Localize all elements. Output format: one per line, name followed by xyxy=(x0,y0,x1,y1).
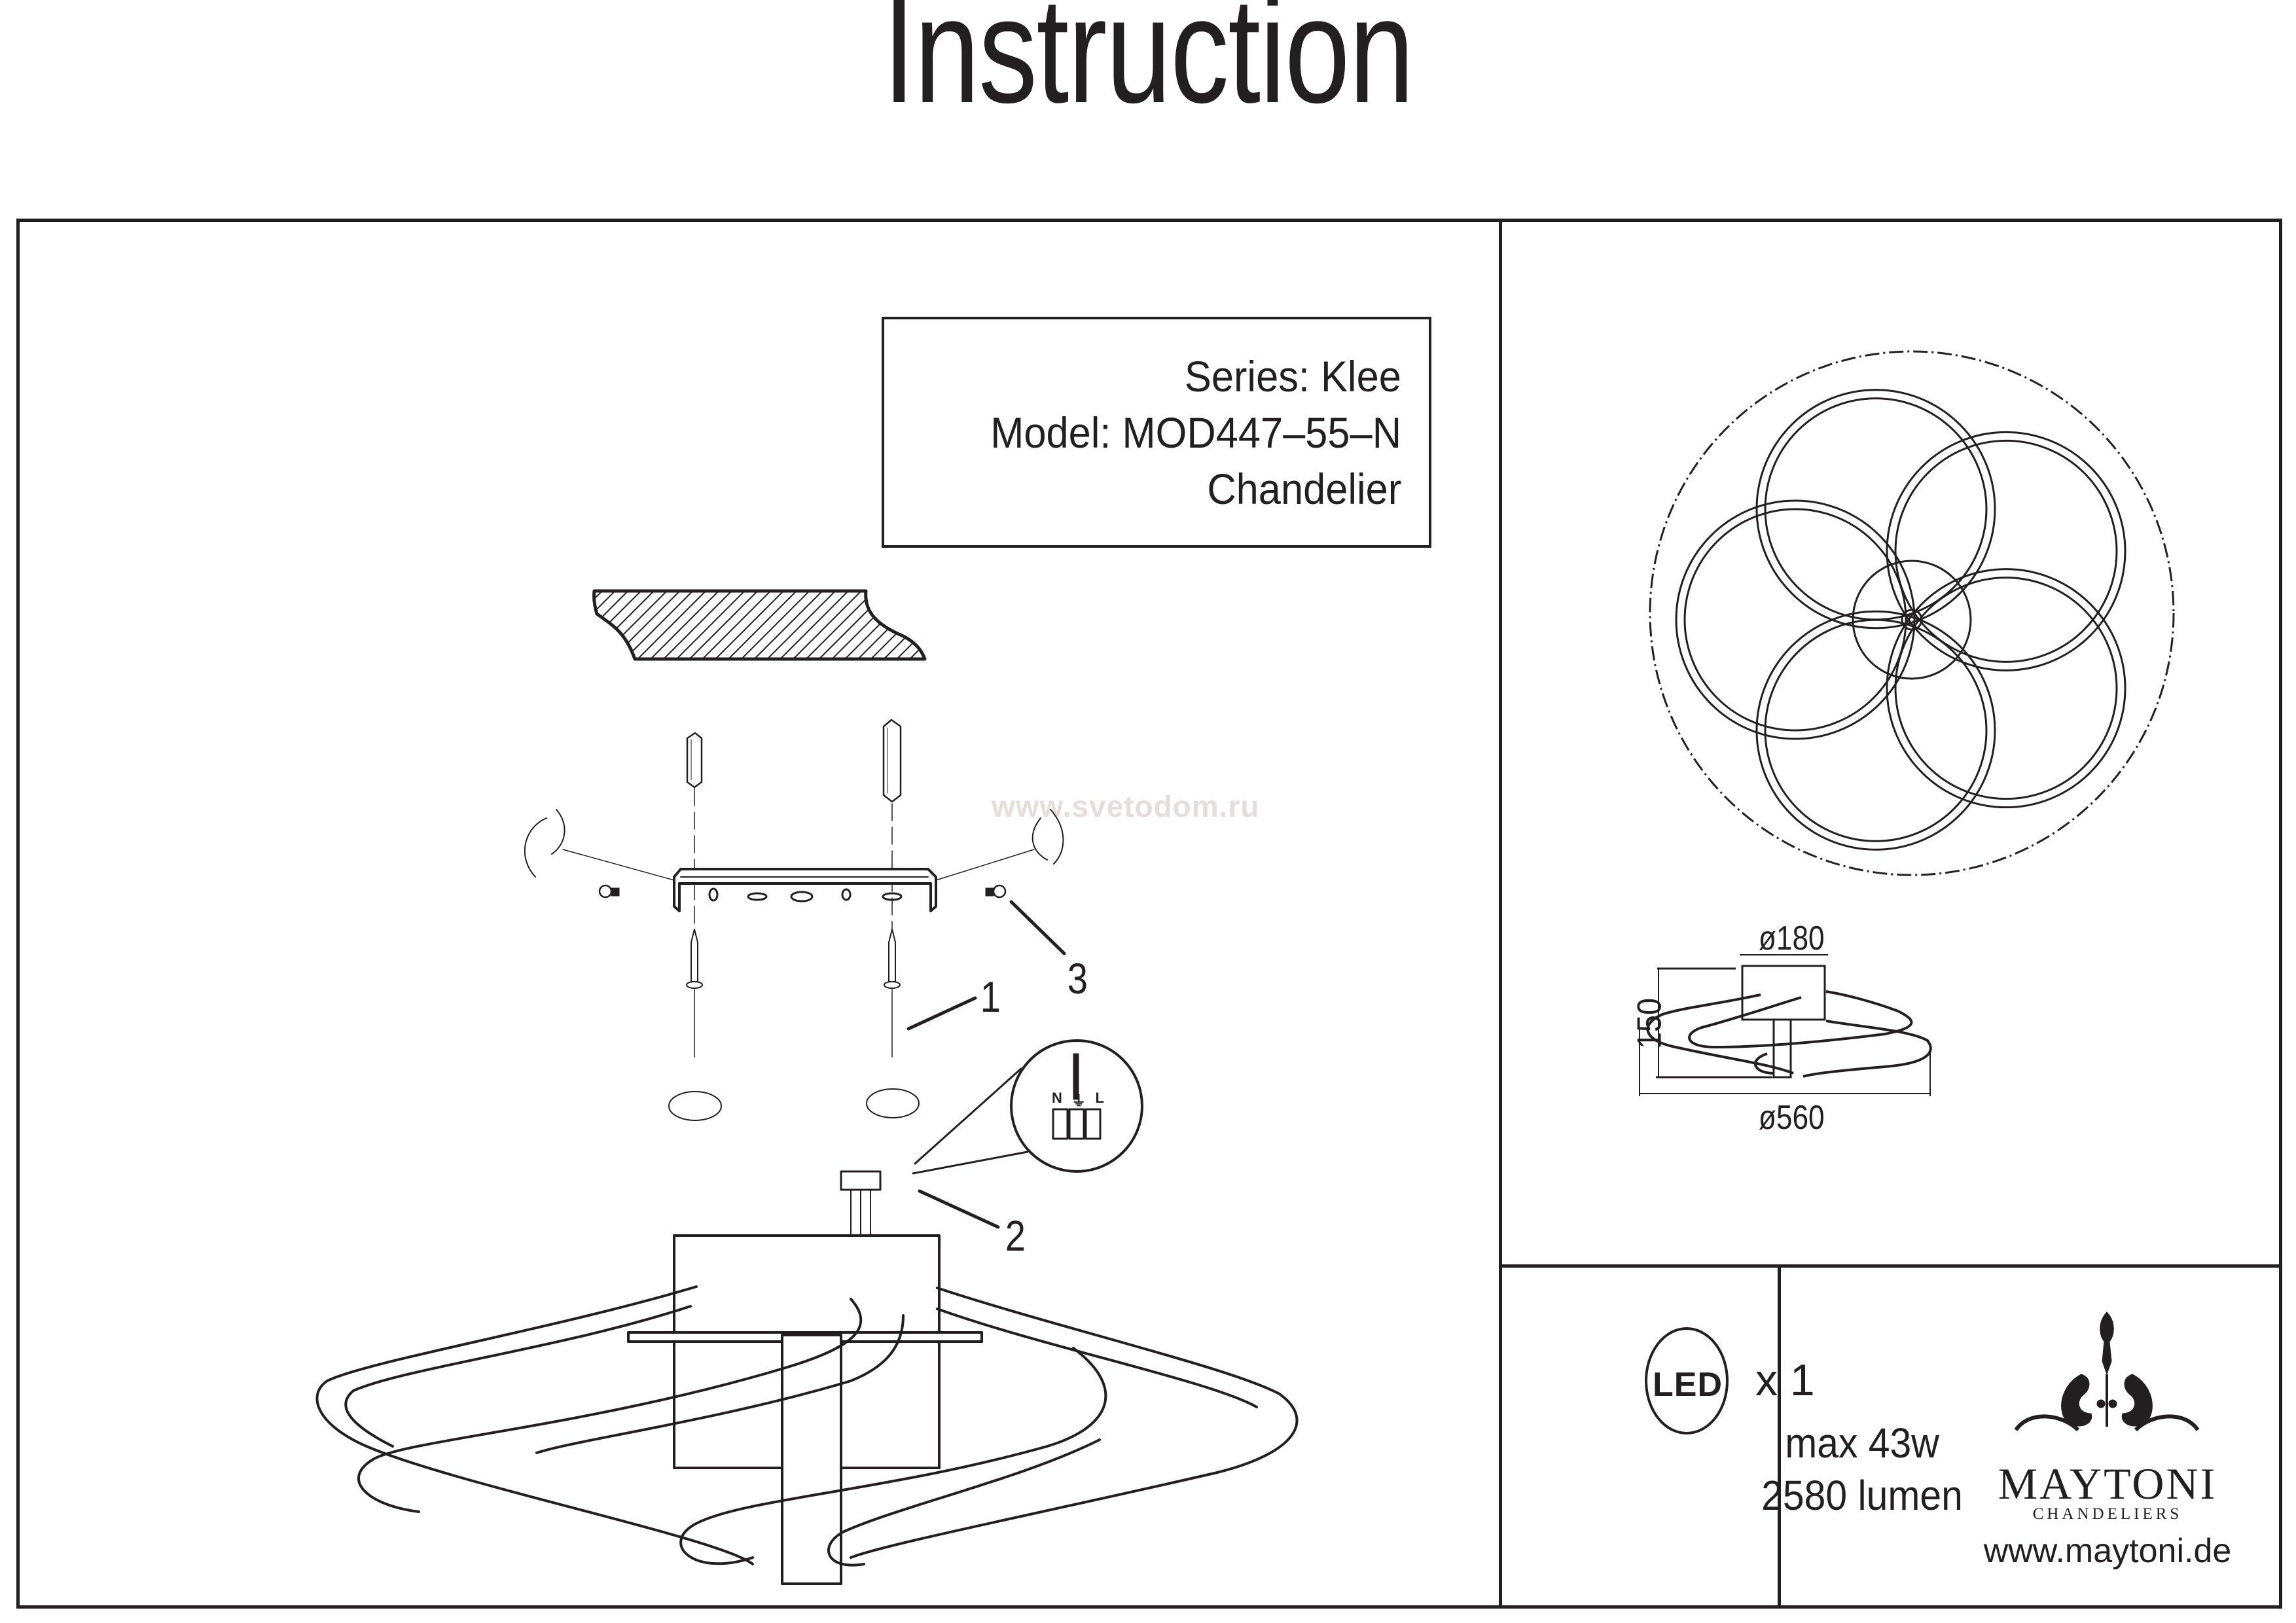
petal-ring-3-outer xyxy=(1886,568,2126,809)
wall-plug-left xyxy=(686,732,703,789)
product-type-label: Chandelier xyxy=(1207,465,1401,513)
watermark: www.svetodom.ru xyxy=(992,789,1260,823)
divider-vertical-brand xyxy=(1778,1264,1781,1605)
lamp-power: max 43w xyxy=(1785,1419,1939,1467)
petal-ring-2-outer xyxy=(1886,431,2126,671)
divider-vertical-main xyxy=(1499,219,1502,1605)
installation-diagram xyxy=(315,589,1299,1585)
mounting-bracket xyxy=(673,868,937,912)
wall-plug-right xyxy=(882,719,902,803)
terminal-live: L xyxy=(1095,1090,1104,1106)
petal-ring-2-inner xyxy=(1894,439,2118,663)
overall-diameter-label: ø560 xyxy=(1758,1099,1825,1137)
callout-2: 2 xyxy=(1005,1211,1026,1260)
petal-ring-5-outer xyxy=(1675,499,1916,740)
wood-screw-right xyxy=(884,929,901,989)
wood-screw-left xyxy=(686,929,703,989)
canopy-outline xyxy=(1852,560,1972,680)
callout-1-leader xyxy=(906,996,977,1031)
petal-ring-1-outer xyxy=(1755,389,1996,630)
callout-2-leader xyxy=(918,1189,1000,1229)
petal-ring-3-inner xyxy=(1894,577,2118,800)
lamp-specs: max 43w 2580 lumen xyxy=(1666,1417,2058,1522)
diagram-frame xyxy=(16,219,2282,1609)
terminal-earth-icon: ⏚ xyxy=(1071,1093,1086,1109)
series-label: Series: Klee xyxy=(1185,352,1401,401)
terminal-neutral: N xyxy=(1052,1090,1062,1106)
petal-ring-4-inner xyxy=(1764,618,1988,842)
bracket-screw-right xyxy=(985,884,1007,899)
petal-ring-5-inner xyxy=(1683,508,1907,732)
wiring-labels-top: N ⏚ L xyxy=(1052,1090,1104,1111)
callout-3-leader xyxy=(1009,900,1066,955)
bracket-screw-left xyxy=(598,884,620,899)
petal-ring-4-outer xyxy=(1755,610,1996,851)
ceiling-section xyxy=(592,589,927,661)
led-icon-label: LED xyxy=(1653,1366,1723,1404)
wiring-detail-magnifier xyxy=(912,1039,1143,1175)
model-label: Model: MOD447–55–N xyxy=(990,408,1401,457)
document-title: Instruction xyxy=(882,0,1414,134)
brand-logo-subtitle: CHANDELIERS xyxy=(2032,1505,2183,1523)
lamp-lumen: 2580 lumen xyxy=(1761,1472,1963,1519)
product-info-box: Series: Klee Model: MOD447–55–N Chandeli… xyxy=(882,317,1431,548)
brand-website-link[interactable]: www.maytoni.de xyxy=(1983,1532,2232,1570)
chandelier-perspective xyxy=(315,1234,1299,1585)
brand-logo-name: MAYTONI xyxy=(1998,1459,2217,1508)
callout-1: 1 xyxy=(980,972,1001,1021)
divider-horizontal-specs xyxy=(1499,1264,2279,1268)
lamp-count: x 1 xyxy=(1755,1355,1815,1405)
canopy-diameter-label: ø180 xyxy=(1758,919,1825,957)
outer-diameter-outline xyxy=(1649,350,2175,876)
terminal-block xyxy=(840,1170,882,1236)
callout-3: 3 xyxy=(1067,954,1088,1003)
